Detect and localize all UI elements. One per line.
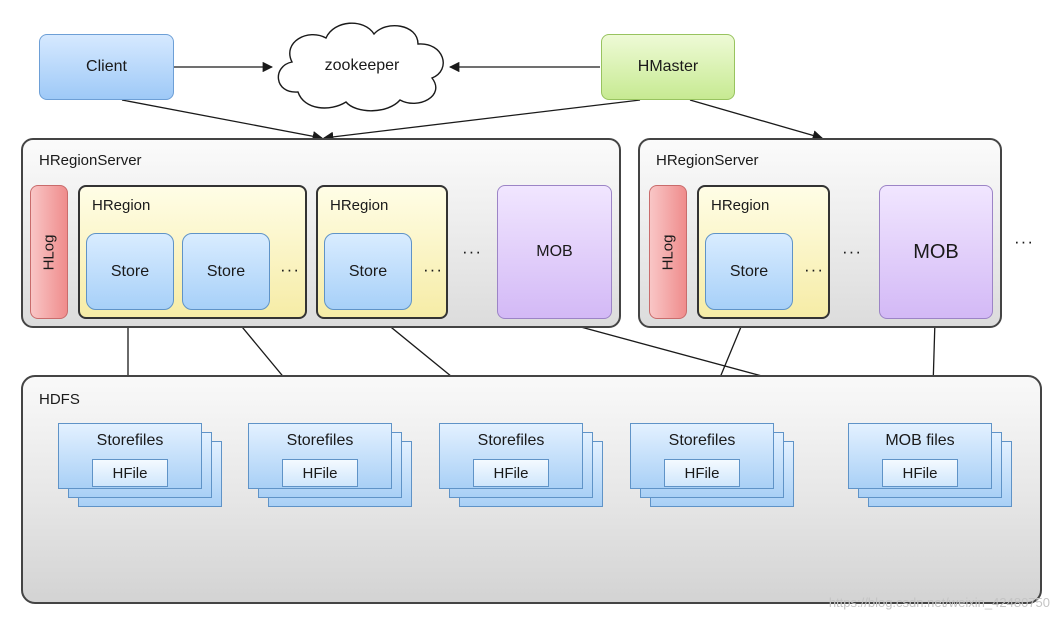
hlog-1: HLog (30, 185, 68, 319)
hlog-2-label: HLog (659, 234, 677, 270)
store-1-label: Store (110, 262, 150, 280)
hfile-4-label: HFile (684, 464, 720, 482)
hregion-2-ellipsis: ··· (423, 260, 443, 279)
region-server-2-label: HRegionServer (656, 152, 759, 169)
region-server-2-ellipsis: ··· (842, 242, 862, 261)
mob-2: MOB (879, 185, 993, 319)
hfile-5: HFile (882, 459, 958, 487)
storefiles-1: Storefiles HFile (58, 423, 202, 489)
hlog-2: HLog (649, 185, 687, 319)
hfile-2-label: HFile (302, 464, 338, 482)
storefiles-2-label: Storefiles (286, 432, 354, 449)
hregion-1-label: HRegion (92, 197, 151, 214)
store-3: Store (324, 233, 412, 310)
watermark: https://blog.csdn.net/weixin_42480750 (828, 595, 1050, 610)
storefiles-4-label: Storefiles (668, 432, 736, 449)
mob-files: MOB files HFile (848, 423, 992, 489)
hfile-1-label: HFile (112, 464, 148, 482)
storefiles-3: Storefiles HFile (439, 423, 583, 489)
hregion-3-ellipsis: ··· (804, 260, 824, 279)
store-2: Store (182, 233, 270, 310)
hmaster-node: HMaster (601, 34, 735, 100)
hfile-2: HFile (282, 459, 358, 487)
storefiles-2: Storefiles HFile (248, 423, 392, 489)
hdfs-label: HDFS (39, 391, 80, 408)
store-4: Store (705, 233, 793, 310)
hregion-1-ellipsis: ··· (280, 260, 300, 279)
hmaster-label: HMaster (637, 58, 699, 75)
hfile-1: HFile (92, 459, 168, 487)
more-servers-ellipsis: ··· (1014, 232, 1034, 251)
hlog-1-label: HLog (40, 234, 58, 270)
mob-1: MOB (497, 185, 612, 319)
hregion-3-label: HRegion (711, 197, 770, 214)
hfile-3: HFile (473, 459, 549, 487)
arrow-hmaster-server2 (689, 99, 823, 141)
storefiles-3-label: Storefiles (477, 432, 545, 449)
zookeeper-cloud: zookeeper (277, 22, 444, 112)
region-server-1-label: HRegionServer (39, 152, 142, 169)
store-4-label: Store (729, 262, 769, 280)
mob-1-label: MOB (536, 243, 573, 260)
storefiles-1-label: Storefiles (96, 432, 164, 449)
hregion-2-label: HRegion (330, 197, 389, 214)
mob-files-label: MOB files (885, 432, 955, 449)
storefiles-4: Storefiles HFile (630, 423, 774, 489)
store-2-label: Store (206, 262, 246, 280)
hfile-5-label: HFile (902, 464, 938, 482)
store-1: Store (86, 233, 174, 310)
hfile-3-label: HFile (493, 464, 529, 482)
client-node: Client (39, 34, 174, 100)
store-3-label: Store (348, 262, 388, 280)
zookeeper-label: zookeeper (325, 57, 400, 74)
region-server-1-ellipsis: ··· (462, 242, 482, 261)
hfile-4: HFile (664, 459, 740, 487)
mob-2-label: MOB (913, 240, 959, 263)
client-label: Client (86, 58, 127, 75)
